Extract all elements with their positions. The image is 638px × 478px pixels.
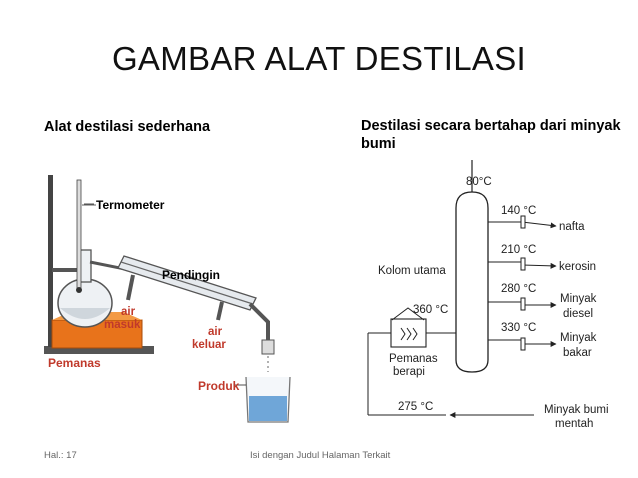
subtitle-simple-distillation: Alat destilasi sederhana <box>44 119 211 135</box>
label-crude-2: mentah <box>555 418 593 430</box>
label-produk: Produk <box>198 379 240 393</box>
label-kolom-utama: Kolom utama <box>378 265 446 277</box>
clamp <box>52 268 90 272</box>
thermometer <box>76 179 82 291</box>
label-fraction-name: diesel <box>563 308 593 320</box>
water-out-pipe <box>216 301 224 321</box>
subtitle-fractional-distillation: Destilasi secara bertahap dari minyak bu… <box>361 118 621 152</box>
label-fraction-temp: 140 °C <box>501 205 536 217</box>
label-pendingin: Pendingin <box>162 268 220 282</box>
label-fraction-name: kerosin <box>559 261 596 273</box>
fractional-distillation-diagram <box>367 160 557 418</box>
label-fraction-name: nafta <box>559 221 585 233</box>
heater-box <box>390 318 427 348</box>
outlet-280 <box>488 297 557 311</box>
stand-rod <box>48 175 53 347</box>
page-number: Hal.: 17 <box>44 450 77 461</box>
outlet-330 <box>488 337 557 351</box>
label-air-keluar-2: keluar <box>192 339 226 351</box>
label-fraction-temp: 210 °C <box>501 244 536 256</box>
label-fraction-temp: 280 °C <box>501 283 536 295</box>
page-title: GAMBAR ALAT DESTILASI <box>111 40 527 77</box>
footer-title: Isi dengan Judul Halaman Terkait <box>250 450 391 461</box>
label-pemanas-1: Pemanas <box>389 353 438 365</box>
beaker-liquid <box>249 396 287 421</box>
flask-liquid <box>60 308 110 319</box>
fractional-labels: 80°C Kolom utama 360 °C Pemanas berapi 2… <box>378 176 609 430</box>
label-air-masuk-1: air <box>121 306 136 318</box>
label-air-masuk-2: masuk <box>104 319 141 331</box>
label-pemanas: Pemanas <box>48 356 101 370</box>
label-pemanas-2: berapi <box>393 366 425 378</box>
simple-distillation-diagram: Termometer Pendingin air masuk air kelua… <box>44 175 291 423</box>
label-return-temp: 275 °C <box>398 401 433 413</box>
column <box>455 191 489 373</box>
label-fraction-name: bakar <box>563 347 592 359</box>
label-heater-temp: 360 °C <box>413 304 448 316</box>
thermometer-bulb <box>76 287 82 293</box>
label-fraction-name: Minyak <box>560 293 597 305</box>
stand-base <box>44 346 154 354</box>
label-crude-1: Minyak bumi <box>544 404 609 416</box>
label-fraction-name: Minyak <box>560 332 597 344</box>
label-air-keluar-1: air <box>208 326 223 338</box>
label-termometer: Termometer <box>96 198 165 212</box>
outlet-140 <box>488 215 557 229</box>
label-fraction-temp: 330 °C <box>501 322 536 334</box>
outlet-210 <box>488 257 557 271</box>
label-top-temp: 80°C <box>466 176 492 188</box>
water-in-pipe <box>126 274 135 301</box>
adapter <box>248 302 270 346</box>
